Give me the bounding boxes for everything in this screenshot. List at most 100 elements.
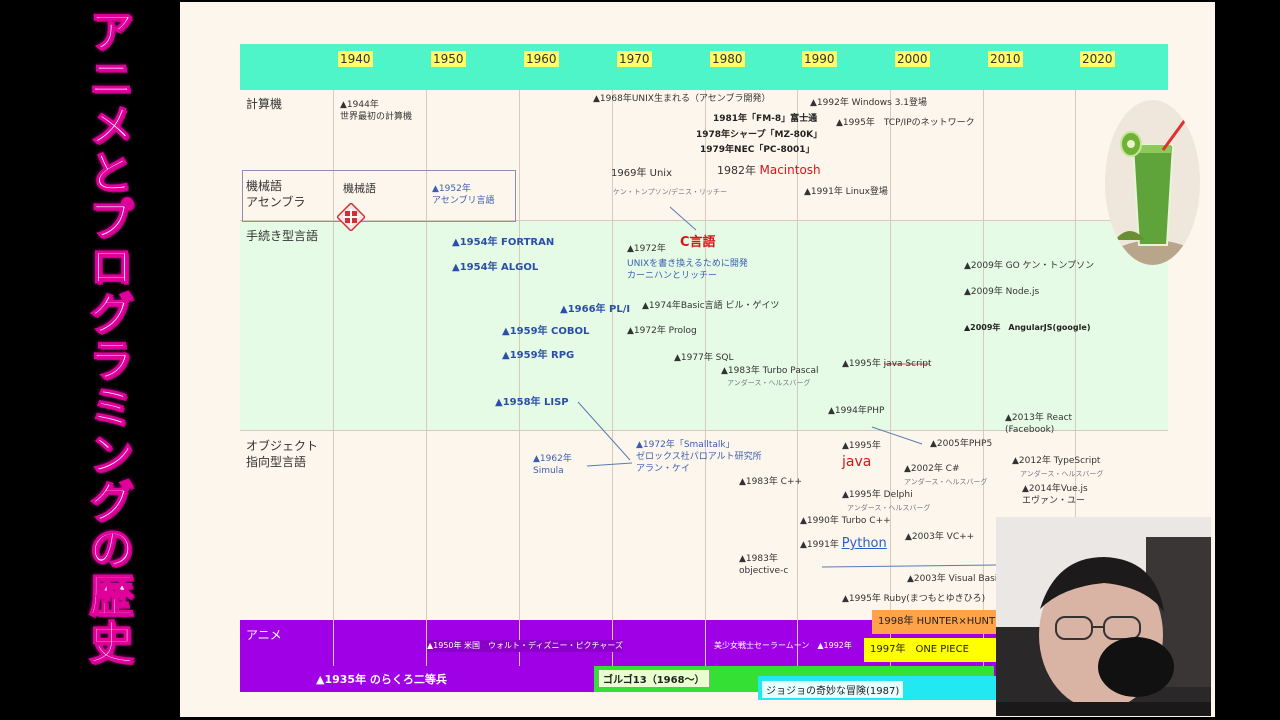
arrow-line — [669, 206, 697, 231]
event-fortran: ▲1954年 FORTRAN — [452, 237, 555, 248]
event-1982-year-text: 1982年 — [717, 164, 760, 177]
event-1981-fm8: 1981年「FM-8」富士通 — [713, 114, 818, 124]
event-simula: ▲1962年 Simula — [533, 454, 572, 476]
category-procedural: 手続き型言語 — [246, 229, 319, 243]
event-basic: ▲1974年Basic言語 ビル・ゲイツ — [642, 301, 780, 311]
category-computer: 計算機 — [246, 97, 283, 111]
event-1995-tcpip: ▲1995年 TCP/IPのネットワーク — [836, 118, 975, 128]
title-sidebar: アニメとプログラミングの歴史 — [70, 0, 140, 720]
event-delphi-author: アンダース・ヘルスバーグ — [847, 504, 931, 512]
c-language-label: C言語 — [680, 235, 716, 250]
event-1968-unix: ▲1968年UNIX生まれる（アセンブラ開発） — [593, 94, 771, 104]
arrow-line — [577, 401, 631, 461]
event-react: ▲2013年 React (Facebook) — [1005, 413, 1073, 435]
event-prolog: ▲1972年 Prolog — [627, 326, 697, 336]
year-label: 1950 — [431, 51, 466, 67]
year-label: 1960 — [524, 51, 559, 67]
event-rpg: ▲1959年 RPG — [502, 350, 575, 361]
java-label: java — [842, 454, 872, 470]
bar-hunter-hunter: 1998年 HUNTER×HUNTER — [872, 610, 1006, 634]
event-2009-node: ▲2009年 Node.js — [964, 287, 1040, 297]
event-disney: ▲1950年 米国 ウォルト・ディズニー・ピクチャーズ — [427, 640, 624, 652]
machine-language-label: 機械語 — [343, 182, 376, 195]
category-anime: アニメ — [246, 628, 282, 642]
event-typescript-author: アンダース・ヘルスバーグ — [1020, 470, 1104, 478]
event-1944: ▲1944年 世界最初の計算機 — [340, 100, 413, 122]
arrow-line — [821, 564, 997, 568]
grid-line — [240, 430, 1168, 431]
event-vcpp: ▲2003年 VC++ — [905, 532, 975, 542]
event-objective-c: ▲1983年 objective-c — [739, 554, 789, 576]
event-2009-go: ▲2009年 GO ケン・トンプソン — [964, 261, 1095, 271]
category-oop: オブジェクト 指向型言語 — [246, 439, 319, 469]
event-javascript: ▲1995年 java Script — [842, 359, 932, 369]
bar-jojo: ジョジョの奇妙な冒険(1987) — [758, 676, 998, 700]
arrow-line — [871, 426, 923, 445]
event-norakuro: ▲1935年 のらくろ二等兵 — [316, 673, 447, 686]
event-visual-basic: ▲2003年 Visual Basic — [907, 574, 1003, 584]
onepiece-label: 1997年 ONE PIECE — [870, 644, 969, 655]
green-smoothie-image — [1105, 100, 1200, 265]
grid-line — [519, 90, 520, 666]
event-php: ▲1994年PHP — [828, 406, 885, 416]
year-label: 1940 — [338, 51, 373, 67]
event-turbo-cpp: ▲1990年 Turbo C++ — [800, 516, 891, 526]
event-angular: ▲2009年 AngularJS(google) — [964, 323, 1091, 332]
arrow-line — [586, 462, 633, 467]
event-1972-c: ▲1972年 — [627, 244, 666, 254]
event-1979-pc8001: 1979年NEC「PC-8001」 — [700, 145, 815, 155]
bar-one-piece: 1997年 ONE PIECE — [864, 638, 1010, 662]
grid-line — [983, 90, 984, 666]
event-sql: ▲1977年 SQL — [674, 353, 734, 363]
event-smalltalk: ▲1972年「Smalltalk」 ゼロックス社パロアルト研究所 アラン・ケイ — [636, 440, 762, 474]
event-1982-year: 1982年 Macintosh — [717, 164, 821, 177]
grid-line — [797, 90, 798, 666]
c-language-desc: UNIXを書き換えるために開発 カーニハンとリッチー — [627, 259, 748, 281]
event-lisp: ▲1958年 LISP — [495, 397, 569, 408]
arrows — [577, 206, 997, 568]
python-link[interactable]: Python — [841, 536, 887, 551]
jojo-label: ジョジョの奇妙な冒険(1987) — [762, 681, 904, 698]
grid-line — [333, 90, 334, 666]
event-csharp: ▲2002年 C# — [904, 464, 960, 474]
event-sailor-moon: 美少女戦士セーラームーン ▲1992年 — [714, 641, 852, 650]
assembler-box — [242, 170, 516, 222]
grid-line — [705, 90, 706, 666]
grid-line — [426, 90, 427, 666]
grid-line — [612, 90, 613, 666]
grid-line — [1075, 90, 1076, 666]
event-1952-assembly: ▲1952年 アセンブリ言語 — [432, 184, 495, 206]
event-php5: ▲2005年PHP5 — [930, 439, 993, 449]
year-label: 1990 — [802, 51, 837, 67]
event-cobol: ▲1959年 COBOL — [502, 326, 590, 337]
macintosh-label: Macintosh — [759, 163, 821, 177]
event-1969-unix: 1969年 Unix — [611, 168, 672, 179]
year-label: 2000 — [895, 51, 930, 67]
year-label: 2020 — [1080, 51, 1115, 67]
event-1991-linux: ▲1991年 Linux登場 — [804, 187, 888, 197]
hunter-label: 1998年 HUNTER×HUNTER — [878, 616, 1006, 627]
vertical-title: アニメとプログラミングの歴史 — [80, 7, 135, 667]
category-machine-language: 機械語 アセンブラ — [246, 179, 306, 209]
year-label: 2010 — [988, 51, 1023, 67]
event-turbo-pascal-author: アンダース・ヘルスバーグ — [727, 379, 811, 387]
event-vue: ▲2014年Vue.js エヴァン・ユー — [1022, 484, 1088, 506]
event-1992-windows: ▲1992年 Windows 3.1登場 — [810, 98, 928, 108]
event-delphi: ▲1995年 Delphi — [842, 490, 913, 500]
year-label: 1970 — [617, 51, 652, 67]
event-ruby: ▲1995年 Ruby(まつもとゆきひろ) — [842, 594, 986, 604]
webcam-overlay — [996, 517, 1211, 716]
grid-line — [890, 90, 891, 666]
event-1978-mz80k: 1978年シャープ「MZ-80K」 — [696, 130, 823, 140]
event-csharp-author: アンダース・ヘルスバーグ — [904, 478, 988, 486]
event-algol: ▲1954年 ALGOL — [452, 262, 539, 273]
procedural-band — [240, 220, 1168, 430]
event-1991-year: ▲1991年 — [800, 540, 842, 550]
grid-line — [240, 220, 1168, 221]
move-arrows-icon — [337, 203, 365, 231]
event-1995-java: ▲1995年 — [842, 441, 881, 451]
golgo-label: ゴルゴ13（1968〜） — [598, 669, 710, 688]
event-typescript: ▲2012年 TypeScript — [1012, 456, 1101, 466]
event-1969-unix-authors: ケン・トンプソン/デニス・リッチー — [613, 188, 727, 196]
